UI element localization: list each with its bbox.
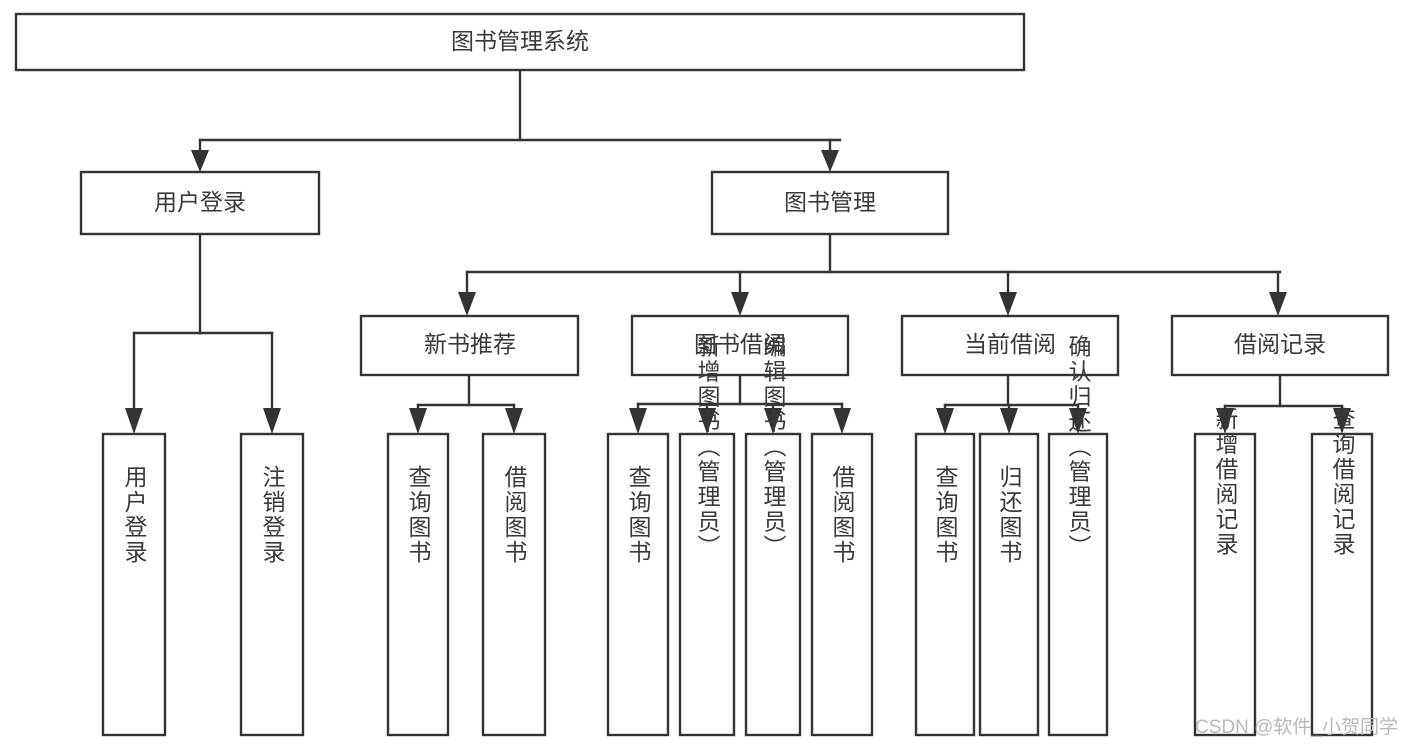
node-leaf-logout-label: 注销登录 <box>259 465 286 565</box>
node-leaf-query-book-3-label: 查询图书 <box>932 465 959 565</box>
node-leaf-edit-book-label: 编辑图书（管理员） <box>760 335 787 560</box>
arrow-head-leaf-edit-book <box>764 408 782 434</box>
node-leaf-edit-book[interactable]: 编辑图书（管理员） <box>744 335 802 737</box>
node-leaf-user-login-box[interactable] <box>101 432 167 737</box>
node-book-borrow-label: 图书借阅 <box>694 331 786 357</box>
connectors-current-borrow-to-leaves <box>936 373 1087 434</box>
node-leaf-query-book-2-label: 查询图书 <box>625 465 652 565</box>
node-leaf-borrow-book-1-label: 借阅图书 <box>501 465 528 565</box>
node-leaf-query-book-2[interactable]: 查询图书 <box>606 432 670 737</box>
connectors-book-borrow-to-leaves <box>629 373 851 434</box>
node-leaf-user-login-label: 用户登录 <box>121 465 148 565</box>
node-new-book-recommend[interactable]: 新书推荐 <box>359 314 580 377</box>
connectors-book-manage-to-level3 <box>458 232 1287 316</box>
arrow-head-leaf-logout <box>263 408 281 434</box>
node-leaf-confirm-return[interactable]: 确认归还（管理员） <box>1047 335 1109 737</box>
node-book-manage-box[interactable] <box>710 170 950 236</box>
node-borrow-record-box[interactable] <box>1170 314 1390 377</box>
node-current-borrow-box[interactable] <box>900 314 1120 377</box>
node-leaf-add-book-box[interactable] <box>678 432 736 737</box>
node-leaf-add-book[interactable]: 新增图书（管理员） <box>678 335 736 737</box>
connectors-borrow-record-to-leaves <box>1216 373 1351 434</box>
node-leaf-add-record-label: 新增借阅记录 <box>1212 407 1239 557</box>
arrow-head-leaf-confirm-return <box>1069 408 1087 434</box>
node-current-borrow[interactable]: 当前借阅 <box>900 314 1120 377</box>
arrow-head-leaf-return-book <box>1000 408 1018 434</box>
node-leaf-borrow-book-1[interactable]: 借阅图书 <box>481 432 547 737</box>
arrow-head-user-login <box>191 150 209 172</box>
node-leaf-return-book-label: 归还图书 <box>996 465 1023 565</box>
node-root-label: 图书管理系统 <box>451 28 589 54</box>
node-book-borrow[interactable]: 图书借阅 <box>630 314 850 377</box>
node-user-login-box[interactable] <box>79 170 321 236</box>
node-leaf-query-book-1-box[interactable] <box>386 432 450 737</box>
node-user-login[interactable]: 用户登录 <box>79 170 321 236</box>
node-leaf-confirm-return-label: 确认归还（管理员） <box>1065 335 1092 560</box>
node-leaf-query-book-1-label: 查询图书 <box>405 465 432 565</box>
node-borrow-record[interactable]: 借阅记录 <box>1170 314 1390 377</box>
node-leaf-borrow-book-2-box[interactable] <box>810 432 874 737</box>
node-leaf-user-login[interactable]: 用户登录 <box>101 432 167 737</box>
node-current-borrow-label: 当前借阅 <box>964 331 1056 357</box>
arrow-head-leaf-borrow-book-2 <box>833 408 851 434</box>
node-user-login-label: 用户登录 <box>154 189 246 215</box>
node-leaf-query-record[interactable]: 查询借阅记录 <box>1310 407 1374 737</box>
node-leaf-add-book-label: 新增图书（管理员） <box>694 335 721 560</box>
node-leaf-borrow-book-2-label: 借阅图书 <box>829 465 856 565</box>
node-leaf-confirm-return-box[interactable] <box>1047 432 1109 737</box>
arrow-head-new-book-recommend <box>458 292 476 316</box>
node-new-book-recommend-label: 新书推荐 <box>424 331 516 357</box>
connectors-user-login-to-leaves <box>125 232 281 434</box>
arrow-head-leaf-add-book <box>698 408 716 434</box>
node-leaf-logout[interactable]: 注销登录 <box>239 432 305 737</box>
arrow-head-leaf-query-book-1 <box>409 408 427 434</box>
node-leaf-return-book[interactable]: 归还图书 <box>978 432 1040 737</box>
node-leaf-add-record-box[interactable] <box>1193 432 1257 737</box>
node-root-box[interactable] <box>14 12 1026 72</box>
node-leaf-query-book-3[interactable]: 查询图书 <box>914 432 976 737</box>
arrow-head-leaf-borrow-book-1 <box>505 408 523 434</box>
arrow-head-leaf-user-login <box>125 408 143 434</box>
node-leaf-borrow-book-1-box[interactable] <box>481 432 547 737</box>
arrow-head-leaf-query-book-3 <box>936 408 954 434</box>
arrow-head-borrow-record <box>1269 292 1287 316</box>
node-leaf-borrow-book-2[interactable]: 借阅图书 <box>810 432 874 737</box>
node-new-book-recommend-box[interactable] <box>359 314 580 377</box>
arrow-head-current-borrow <box>999 292 1017 316</box>
node-leaf-query-record-label: 查询借阅记录 <box>1329 407 1356 557</box>
node-borrow-record-label: 借阅记录 <box>1234 331 1326 357</box>
node-leaf-logout-box[interactable] <box>239 432 305 737</box>
node-leaf-return-book-box[interactable] <box>978 432 1040 737</box>
node-leaf-add-record[interactable]: 新增借阅记录 <box>1193 407 1257 737</box>
arrow-head-book-manage <box>821 150 839 172</box>
node-book-manage-label: 图书管理 <box>784 189 876 215</box>
node-leaf-query-record-box[interactable] <box>1310 432 1374 737</box>
arrow-head-leaf-query-book-2 <box>629 408 647 434</box>
node-book-manage[interactable]: 图书管理 <box>710 170 950 236</box>
node-leaf-query-book-3-box[interactable] <box>914 432 976 737</box>
connectors-new-book-recommend-to-leaves <box>409 373 523 434</box>
connectors-root-to-level2 <box>191 68 842 172</box>
node-leaf-query-book-2-box[interactable] <box>606 432 670 737</box>
node-leaf-query-book-1[interactable]: 查询图书 <box>386 432 450 737</box>
arrow-head-leaf-add-record <box>1216 408 1234 434</box>
node-leaf-edit-book-box[interactable] <box>744 432 802 737</box>
node-book-borrow-box[interactable] <box>630 314 850 377</box>
arrow-head-book-borrow <box>731 292 749 316</box>
csdn-watermark: CSDN @软件_小贺同学 <box>1195 716 1398 738</box>
node-root[interactable]: 图书管理系统 <box>14 12 1026 72</box>
arrow-head-leaf-query-record <box>1333 408 1351 434</box>
